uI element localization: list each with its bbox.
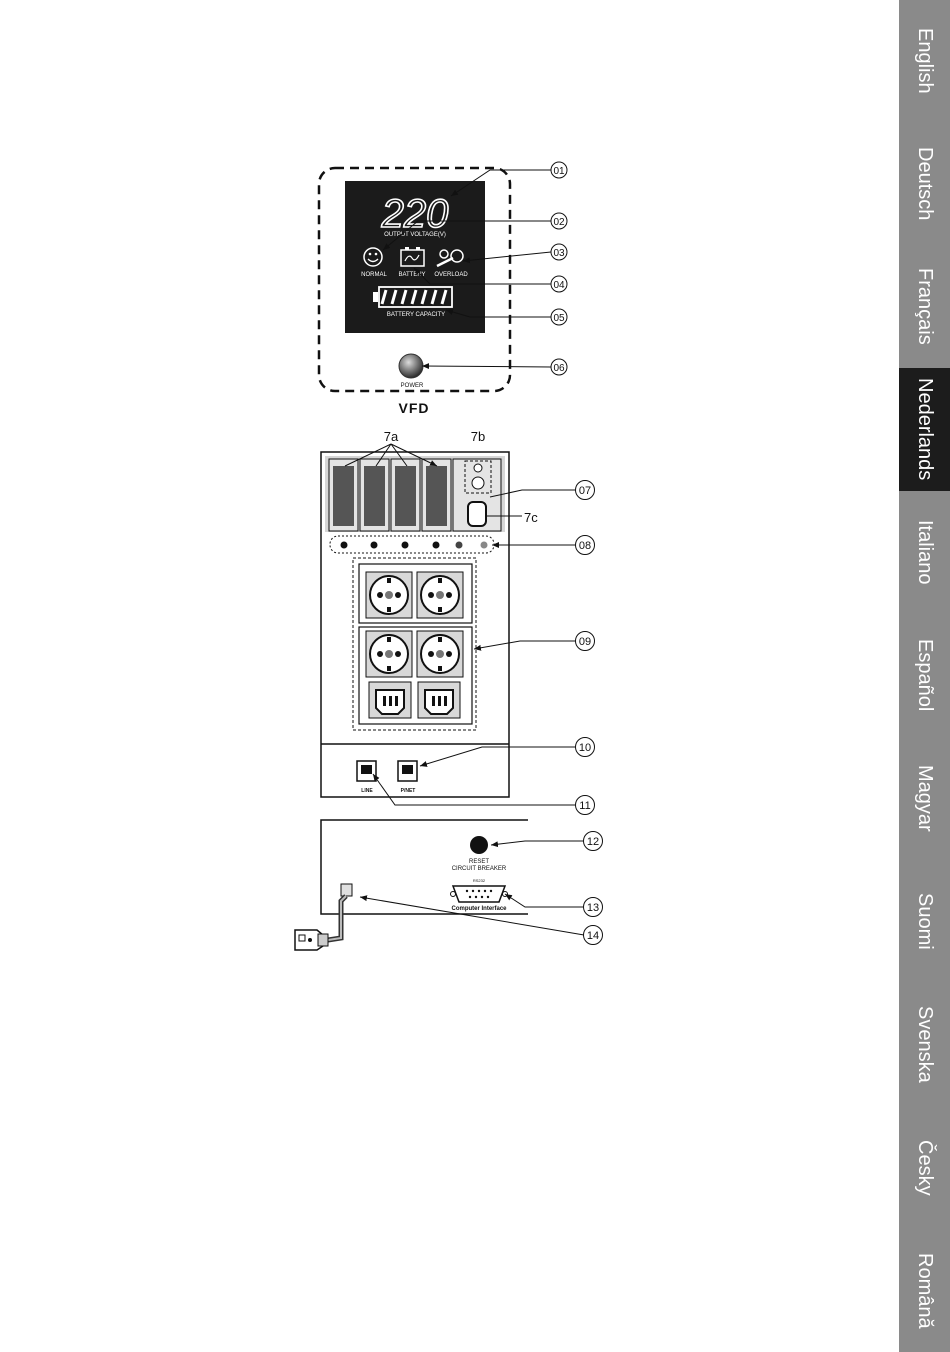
callout-01: 01 (551, 162, 567, 178)
svg-text:08: 08 (579, 540, 591, 552)
callout-06: 06 (551, 359, 567, 375)
callout-09: 09 (576, 632, 595, 651)
pnet-label: P/NET (401, 788, 416, 794)
tab-cesky[interactable]: Česky (899, 1106, 950, 1229)
rs232-label: RS232 (473, 878, 486, 883)
svg-text:09: 09 (579, 636, 591, 648)
tab-deutsch[interactable]: Deutsch (899, 122, 950, 245)
vent-holes (341, 542, 488, 549)
power-label: POWER (401, 383, 424, 389)
svg-text:01: 01 (553, 166, 565, 177)
svg-text:07: 07 (579, 485, 591, 497)
svg-text:12: 12 (587, 836, 599, 848)
tab-nederlands[interactable]: Nederlands (899, 368, 950, 491)
iec-outlet (369, 682, 411, 718)
callout-02: 02 (551, 213, 567, 229)
callout-04: 04 (551, 276, 567, 292)
svg-text:7a: 7a (384, 429, 399, 444)
line-label: LINE (361, 788, 373, 794)
vfd-title: VFD (399, 400, 430, 416)
indicator-led-bottom (472, 477, 484, 489)
schuko-outlet (366, 572, 412, 618)
schuko-outlet (366, 631, 412, 677)
svg-text:04: 04 (553, 280, 565, 291)
svg-text:06: 06 (553, 363, 565, 374)
label-7c: 7c (524, 510, 538, 525)
power-cord (295, 884, 352, 950)
callout-05: 05 (551, 309, 567, 325)
tab-espanol[interactable]: Español (899, 614, 950, 737)
svg-text:13: 13 (587, 902, 599, 914)
language-sidebar: English Deutsch Français Nederlands Ital… (899, 0, 950, 1352)
vent-strip (330, 536, 494, 553)
tab-romana[interactable]: Română (899, 1229, 950, 1352)
iec-outlet (418, 682, 460, 718)
tab-english[interactable]: English (899, 0, 950, 122)
svg-text:03: 03 (553, 248, 565, 259)
callout-10: 10 (576, 738, 595, 757)
computer-interface-label: Computer Interface (451, 906, 507, 912)
svg-text:05: 05 (553, 313, 565, 324)
rj11-line-port (357, 761, 376, 781)
tab-svenska[interactable]: Svenska (899, 983, 950, 1106)
front-panel: 220 OUTPUT VOLTAGE(V) NORMAL BATTERY OVE… (319, 168, 510, 416)
capacity-label: BATTERY CAPACITY (387, 312, 445, 318)
label-7b: 7b (471, 429, 485, 444)
tab-francais[interactable]: Français (899, 245, 950, 368)
svg-text:10: 10 (579, 742, 591, 754)
callout-08: 08 (576, 536, 595, 555)
tab-italiano[interactable]: Italiano (899, 491, 950, 614)
callout-13: 13 (584, 898, 603, 917)
voltage-readout: 220 (381, 192, 449, 236)
normal-label: NORMAL (361, 272, 387, 278)
reset-button[interactable] (470, 836, 488, 854)
svg-text:11: 11 (579, 800, 590, 812)
main-switch[interactable] (468, 502, 486, 526)
callout-07: 07 (576, 481, 595, 500)
callout-11: 11 (576, 796, 595, 815)
rj11-pnet-port (398, 761, 417, 781)
circuit-breaker-label: CIRCUIT BREAKER (452, 866, 507, 872)
callout-03: 03 (551, 244, 567, 260)
svg-text:02: 02 (553, 217, 565, 228)
side-panel: RESET CIRCUIT BREAKER RS232 Computer Int… (295, 820, 528, 950)
callout-12: 12 (584, 832, 603, 851)
callout-14: 14 (584, 926, 603, 945)
schuko-outlet (417, 631, 463, 677)
schuko-outlet (417, 572, 463, 618)
overload-label: OVERLOAD (434, 272, 468, 278)
tab-suomi[interactable]: Suomi (899, 860, 950, 983)
db9-port (451, 886, 508, 902)
indicator-led-top (474, 464, 482, 472)
reset-label: RESET (469, 859, 489, 865)
svg-text:14: 14 (587, 930, 599, 942)
back-panel: 7a 7b 7c (321, 429, 538, 797)
voltage-label: OUTPUT VOLTAGE(V) (384, 232, 446, 238)
power-button[interactable] (399, 354, 423, 378)
callout-circles: 01 02 03 04 05 06 07 08 09 10 11 12 13 1… (551, 162, 603, 945)
ups-diagram: 220 OUTPUT VOLTAGE(V) NORMAL BATTERY OVE… (0, 0, 899, 1352)
tab-magyar[interactable]: Magyar (899, 737, 950, 860)
